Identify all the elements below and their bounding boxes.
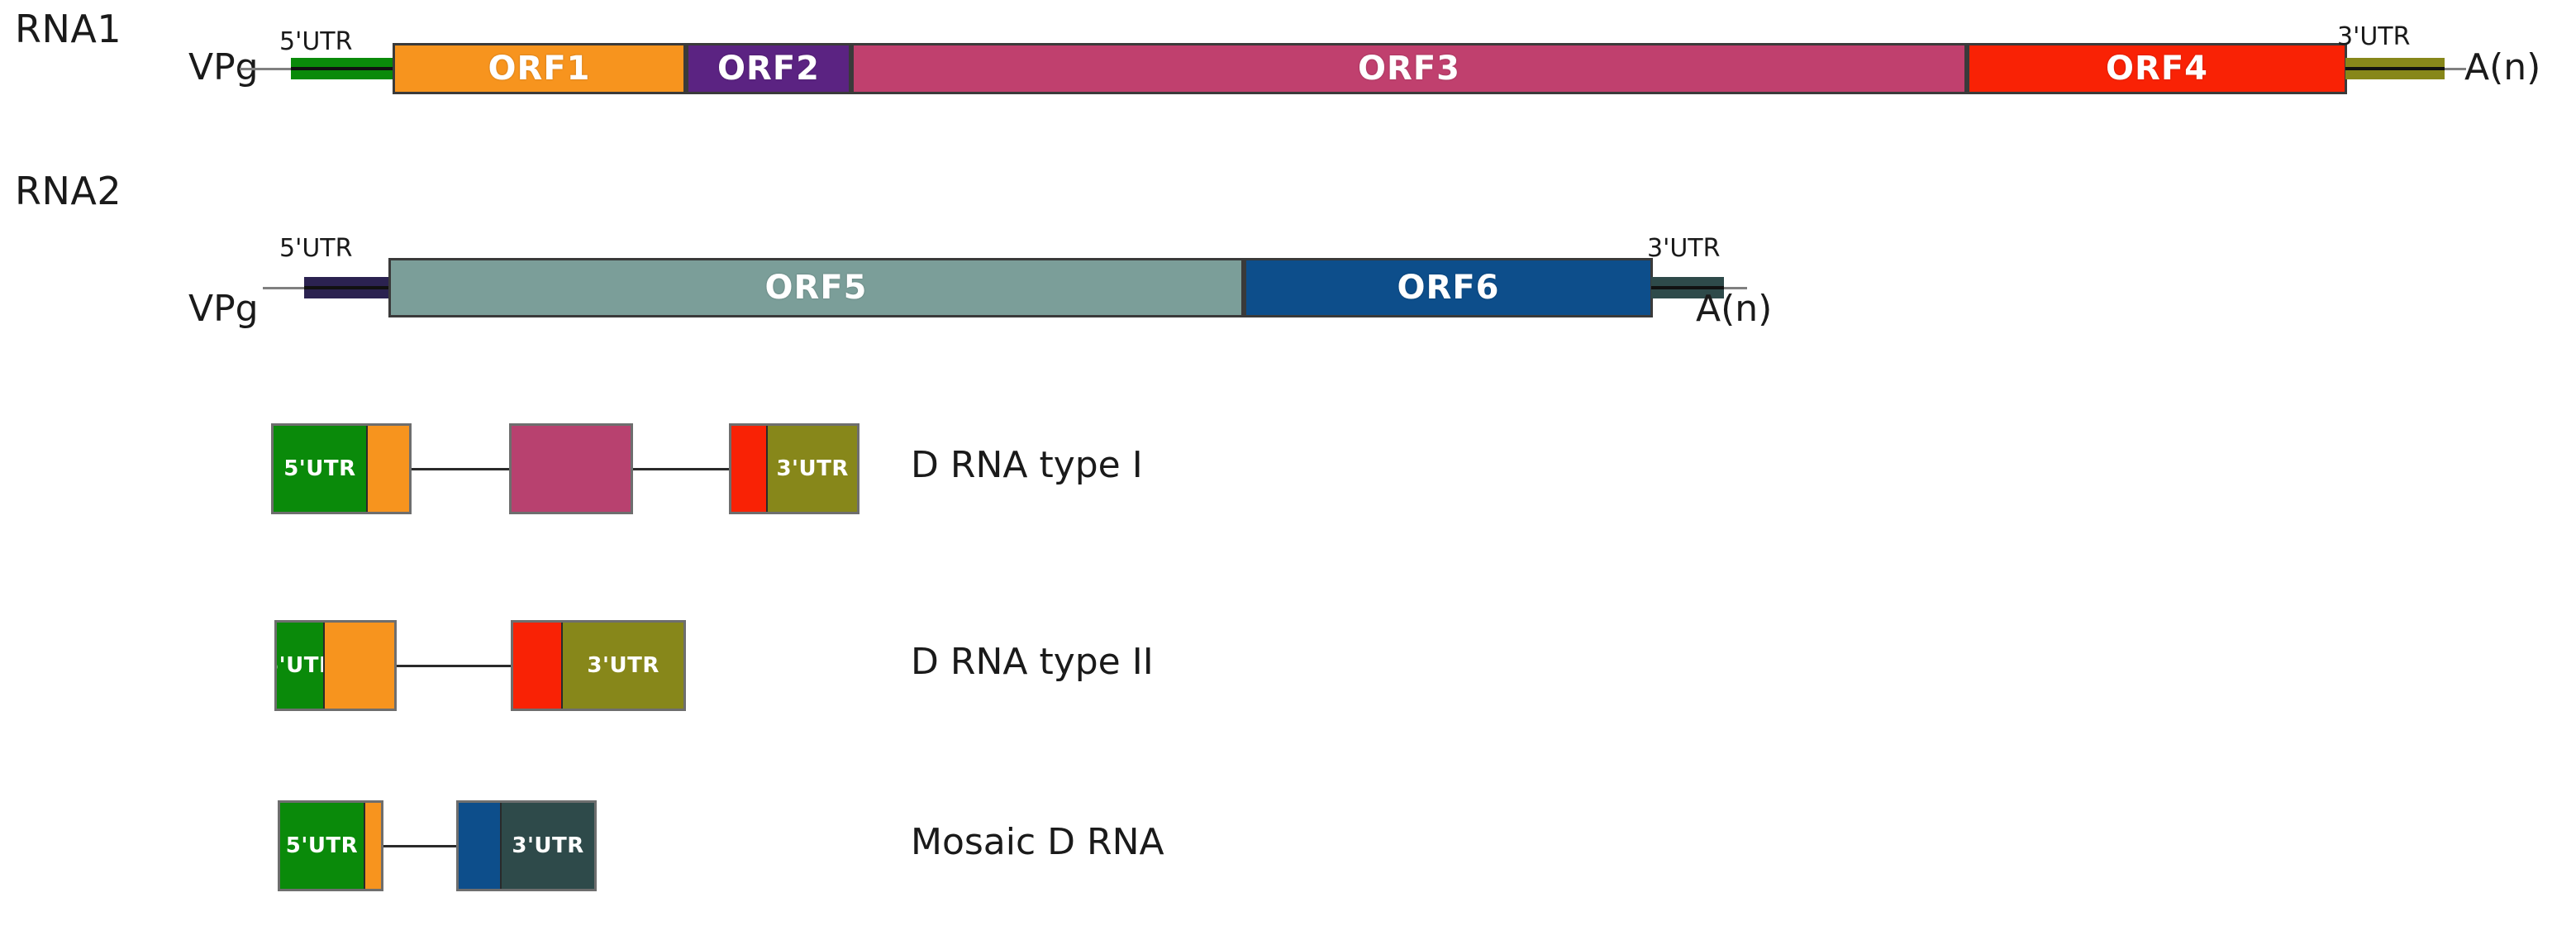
orf-box-orf5[interactable]: ORF5 [388,258,1244,317]
orf-label-orf4: ORF4 [2106,50,2208,88]
drna-segment [459,803,502,889]
drna-segment-label: 5'UTR [283,456,356,481]
drna-segment [512,426,631,512]
drna-segment: 5'UTR [274,426,368,512]
genome-title-rna1: RNA1 [15,7,122,51]
drna-name-label: D RNA type II [911,641,1154,683]
orf-box-orf4[interactable]: ORF4 [1967,43,2347,94]
drna-segment: 3'UTR [768,426,857,512]
drna-segment-group[interactable]: 5'UTR [271,423,412,514]
three-utr-stripe-rna2 [1651,286,1724,289]
three-utr-caption-rna1: 3'UTR [2337,22,2411,51]
drna-segment: 3'UTR [563,623,683,709]
drna-segment [324,623,394,709]
vpg-label-rna2: VPg [188,288,259,330]
orf-label-orf3: ORF3 [1358,50,1460,88]
five-utr-caption-rna2: 5'UTR [279,234,353,263]
five-utr-ribbon-rna1 [291,58,397,79]
vpg-connector-rna1 [240,68,291,70]
vpg-label-rna1: VPg [188,46,259,88]
drna-segment [731,426,769,512]
orf-label-orf1: ORF1 [488,50,591,88]
orf-label-orf2: ORF2 [717,50,820,88]
drna-name-label: Mosaic D RNA [911,821,1164,863]
drna-segment [367,426,409,512]
drna-segment-group[interactable]: 3'UTR [456,800,597,891]
orf-box-orf1[interactable]: ORF1 [393,43,686,94]
drna-connector [412,468,509,470]
drna-segment-label: 3'UTR [776,456,849,481]
polya-connector-rna1 [2445,68,2466,70]
drna-segment-label: 5'UTR [277,653,323,678]
orf-box-orf2[interactable]: ORF2 [686,43,851,94]
drna-name-label: D RNA type I [911,444,1143,486]
drna-segment: 5'UTR [277,623,325,709]
three-utr-ribbon-rna2 [1651,277,1724,298]
polya-label-rna2: A(n) [1696,288,1773,330]
drna-segment-label: 3'UTR [512,833,584,858]
orf-label-orf6: ORF6 [1397,269,1500,307]
drna-connector [397,665,511,667]
five-utr-stripe-rna1 [291,67,397,70]
polya-connector-rna2 [1724,287,1747,289]
drna-segment-label: 3'UTR [587,653,659,678]
three-utr-caption-rna2: 3'UTR [1647,234,1721,263]
three-utr-stripe-rna1 [2345,67,2445,70]
polya-label-rna1: A(n) [2464,46,2541,88]
drna-segment-group[interactable]: 5'UTR [274,620,397,711]
five-utr-caption-rna1: 5'UTR [279,27,353,56]
drna-segment [513,623,564,709]
drna-segment-group[interactable]: 3'UTR [729,423,859,514]
drna-segment: 5'UTR [280,803,365,889]
five-utr-stripe-rna2 [304,286,393,289]
drna-connector [383,845,456,847]
orf-box-orf3[interactable]: ORF3 [851,43,1967,94]
drna-segment: 3'UTR [502,803,594,889]
five-utr-ribbon-rna2 [304,277,393,298]
drna-connector [633,468,729,470]
orf-label-orf5: ORF5 [764,269,868,307]
genome-title-rna2: RNA2 [15,169,122,213]
drna-segment-group[interactable]: 3'UTR [511,620,686,711]
orf-box-orf6[interactable]: ORF6 [1244,258,1653,317]
drna-segment-label: 5'UTR [285,833,359,858]
drna-segment-group[interactable] [509,423,633,514]
three-utr-ribbon-rna1 [2345,58,2445,79]
vpg-connector-rna2 [263,287,304,289]
drna-segment [364,803,381,889]
drna-segment-group[interactable]: 5'UTR [278,800,383,891]
